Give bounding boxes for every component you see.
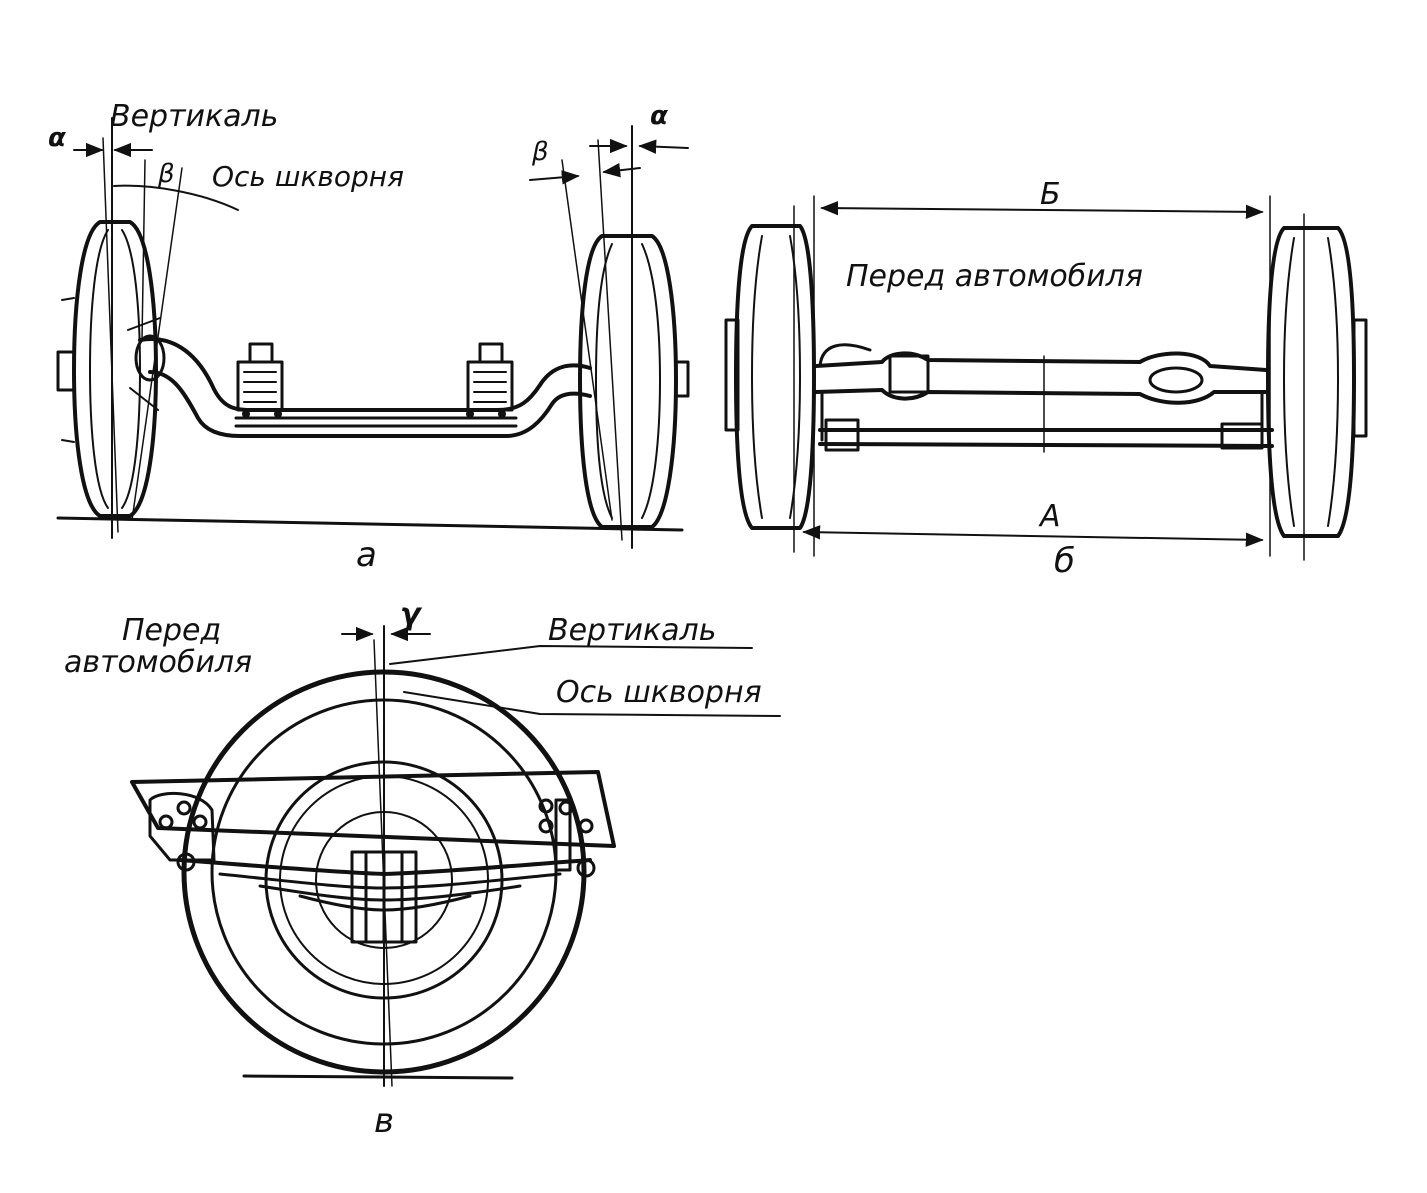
- dimension-a-line: [802, 525, 1264, 547]
- left-wheel: [56, 220, 158, 518]
- angle-beta-left: β: [157, 159, 175, 189]
- angle-gamma: γ: [400, 597, 423, 632]
- angle-beta-right: β: [531, 137, 549, 167]
- panel-c-side-view: Перед автомобиля γ Вертикаль Ось шкворня…: [64, 597, 781, 1141]
- right-wheel-top: [1266, 226, 1368, 538]
- label-front-b: Перед автомобиля: [846, 259, 1143, 294]
- left-kingpin-axis-line: [131, 167, 183, 521]
- kingpin-axis-line-c: [373, 639, 393, 1087]
- left-wheel-top: [724, 224, 816, 530]
- caption-b: б: [1054, 541, 1075, 581]
- right-wheel-plane-line: [597, 139, 623, 541]
- leader-kingpin-axis: [403, 691, 781, 717]
- right-wheel: [578, 234, 690, 529]
- dimension-a-label: А: [1038, 499, 1061, 534]
- label-vertical-a: Вертикаль: [110, 99, 278, 134]
- axle-top: [814, 343, 1274, 452]
- left-wheel-plane-line: [102, 137, 119, 533]
- panel-b-top-view: Б Перед автомобиля А б: [724, 177, 1368, 581]
- angle-alpha-right: α: [650, 101, 668, 131]
- label-vertical-c: Вертикаль: [548, 613, 716, 648]
- dimension-b-line: [820, 200, 1264, 220]
- label-kingpin-axis-a: Ось шкворня: [212, 160, 404, 193]
- front-axle-beam: [127, 317, 592, 438]
- caption-c: в: [374, 1101, 394, 1141]
- ground-line-c: [242, 1074, 514, 1080]
- label-kingpin-axis-c: Ось шкворня: [556, 675, 762, 710]
- dimension-b-label: Б: [1040, 177, 1061, 212]
- label-front-c-line2: автомобиля: [64, 645, 252, 680]
- right-kingpin-axis-line: [561, 159, 613, 521]
- ground-line: [56, 516, 684, 532]
- leader-vertical: [389, 645, 753, 665]
- caption-a: а: [356, 535, 377, 575]
- angle-alpha-left: α: [48, 123, 66, 153]
- label-front-c-line1: Перед: [122, 613, 221, 648]
- left-kingpin-axis-line-2: [141, 159, 146, 341]
- panel-a-front-view: Вертикаль Ось шкворня α β α β а: [48, 99, 690, 575]
